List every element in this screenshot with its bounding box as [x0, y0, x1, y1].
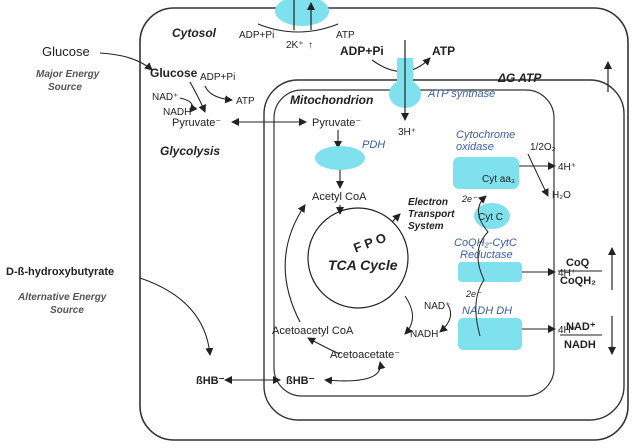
pdh-enzyme	[315, 146, 365, 170]
cytosol-glucose: Glucose	[150, 66, 198, 80]
h4-mid: 4H⁺	[558, 268, 576, 279]
reductase-line2: Reductase	[460, 249, 513, 261]
mitochondrion-outer-membrane	[263, 79, 625, 421]
mito-nadh: NADH	[410, 329, 438, 340]
cytosol-pyruvate: Pyruvate⁻	[172, 117, 221, 129]
acetyl-coa: Acetyl CoA	[312, 191, 367, 203]
fpo-label: F P O	[351, 230, 388, 256]
acetoacetate: Acetoacetate⁻	[330, 349, 400, 361]
h4-bot: 4H⁺	[558, 325, 576, 336]
tca-cycle-label: TCA Cycle	[328, 257, 398, 273]
cytochrome-oxidase-complex	[453, 157, 519, 189]
cyt-c-label: Cyt C	[478, 212, 503, 223]
coqh2-cytc-reductase-complex	[458, 262, 522, 282]
nadh-dh-label: NADH DH	[462, 305, 512, 317]
glycolysis-label: Glycolysis	[160, 144, 220, 158]
mitochondrion-title: Mitochondrion	[290, 93, 373, 107]
reductase-line1: CoQH₂-CytC	[454, 237, 517, 249]
ets-title-line1: Electron	[408, 197, 448, 208]
outside-bhb-full: D-ß-hydroxybutyrate	[6, 266, 114, 278]
cytosol-title: Cytosol	[172, 26, 217, 40]
atp-synthase-h: 3H⁺	[398, 127, 416, 138]
ets-title-line3: System	[408, 221, 444, 232]
dg-atp-label: ΔG ATP	[497, 71, 542, 85]
cyt-oxidase-line2: oxidase	[456, 141, 494, 153]
cytosol-nadh: NADH	[163, 107, 191, 118]
mito-pyruvate: Pyruvate⁻	[312, 117, 361, 129]
atp-synthase-label: ATP synthase	[427, 88, 495, 100]
pump-adp-pi-label: ADP+Pi	[239, 30, 274, 41]
atp-synthase-adp-pi: ADP+Pi	[340, 44, 384, 58]
pump-k-label: 2K⁺	[286, 40, 304, 51]
coq-label: CoQ	[566, 257, 590, 269]
e-mid: 2e⁻	[465, 289, 482, 299]
nadh-ratio-label: NADH	[564, 339, 596, 351]
cytosol-nad: NAD⁺	[152, 92, 178, 103]
cytosol-atp: ATP	[236, 96, 255, 107]
tca-cycle-circle	[307, 207, 409, 309]
pdh-label: PDH	[362, 139, 385, 151]
cyt-c	[474, 203, 510, 229]
nadh-dh-complex	[458, 318, 522, 350]
nad-ratio-label: NAD⁺	[566, 321, 596, 333]
major-source-line1: Major Energy	[36, 69, 100, 80]
coqh2-label: CoQH₂	[560, 275, 596, 287]
outside-glucose: Glucose	[42, 44, 90, 59]
cytosol-bhb: ßHB⁻	[196, 375, 225, 387]
mito-bhb: ßHB⁻	[286, 375, 315, 387]
major-source-line2: Source	[48, 82, 82, 93]
h4-top: 4H⁺	[558, 162, 576, 173]
cyt-oxidase-line1: Cytochrome	[456, 129, 515, 141]
cell-membrane	[139, 7, 629, 441]
alt-source-line2: Source	[50, 305, 84, 316]
cyt-aa3: Cyt aa₃	[482, 174, 515, 185]
pump-arrow-glyph: ↑	[308, 40, 313, 51]
mito-nad: NAD⁺	[424, 301, 450, 312]
h2o-label: H₂O	[552, 190, 571, 201]
cytosol-adp-pi: ADP+Pi	[200, 72, 235, 83]
alt-source-line1: Alternative Energy	[17, 292, 107, 303]
na-k-pump	[275, 0, 329, 26]
atp-synthase-atp: ATP	[432, 44, 455, 58]
o2-label: 1/2O₂	[530, 142, 556, 153]
e-top: 2e⁻	[461, 194, 478, 204]
acetoacetyl-coa: Acetoacetyl CoA	[272, 325, 354, 337]
pump-atp-label: ATP	[336, 30, 355, 41]
ets-title-line2: Transport	[408, 209, 455, 220]
